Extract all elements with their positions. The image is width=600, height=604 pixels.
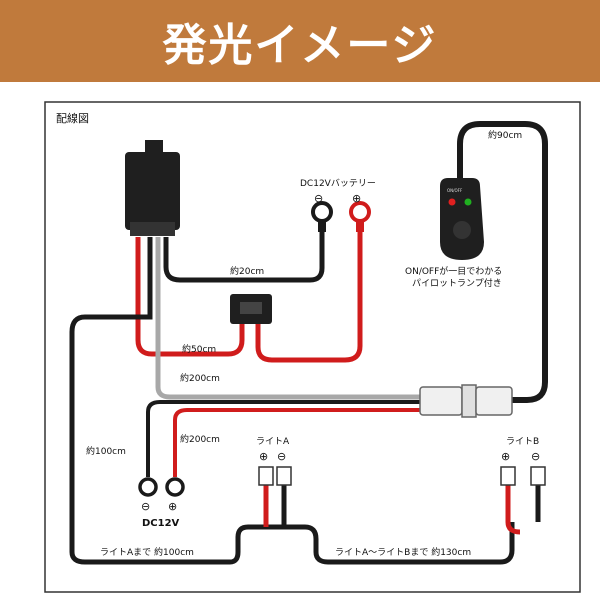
switch-cable-length: 約90cm bbox=[488, 129, 522, 141]
light-b-positive-wire bbox=[505, 482, 521, 535]
red-led-icon bbox=[448, 198, 456, 206]
switch-cable bbox=[457, 121, 548, 403]
fuse-wire-length: 約50cm bbox=[182, 343, 216, 355]
switch-button-text: ON/OFF bbox=[447, 188, 463, 193]
dc12v-minus-symbol: ⊖ bbox=[141, 500, 150, 513]
page-title: 発光イメージ bbox=[162, 20, 438, 71]
title-banner: 発光イメージ bbox=[0, 0, 600, 82]
light-a-to-b-length: ライトA～ライトBまで 約130cm bbox=[335, 546, 471, 558]
connector bbox=[419, 384, 513, 418]
dc12v-positive-wire bbox=[173, 408, 420, 477]
connector-wire-length: 約200cm bbox=[180, 372, 220, 384]
light-a-connector bbox=[258, 466, 292, 486]
switch-note-line2: パイロットランプ付き bbox=[412, 278, 502, 289]
dc12v-label: DC12V bbox=[142, 518, 180, 529]
dc12v-plus-symbol: ⊕ bbox=[168, 500, 177, 513]
dc12v-ground-wire bbox=[146, 400, 420, 477]
dc12v-terminal-plus bbox=[165, 477, 185, 497]
light-a-minus-symbol: ⊖ bbox=[277, 450, 286, 463]
relay-to-connector-wire bbox=[155, 237, 420, 400]
light-b-label: ライトB bbox=[506, 436, 539, 447]
fuse-holder bbox=[230, 294, 272, 324]
diagram-caption: 配線図 bbox=[56, 111, 89, 125]
wiring-diagram-svg: 配線図 DC12Vバッテリー ⊖ ⊕ bbox=[44, 101, 581, 593]
battery-terminal-plus bbox=[349, 201, 371, 232]
dc12v-positive-length: 約200cm bbox=[180, 433, 220, 445]
dc12v-ground-length: 約100cm bbox=[86, 445, 126, 457]
battery-terminal-minus bbox=[311, 201, 333, 232]
light-b-plus-symbol: ⊕ bbox=[501, 450, 510, 463]
lights-ground-wire bbox=[69, 237, 515, 565]
dc12v-terminal-minus bbox=[138, 477, 158, 497]
relay-ground-wire bbox=[163, 230, 325, 283]
fuse-to-battery-wire bbox=[255, 230, 363, 363]
switch-note-line1: ON/OFFが一目でわかる bbox=[405, 265, 502, 277]
battery-minus-symbol: ⊖ bbox=[314, 192, 323, 205]
relay bbox=[125, 140, 180, 236]
relay-to-fuse-wire bbox=[135, 237, 245, 357]
pilot-lamp-switch bbox=[440, 178, 484, 260]
wiring-diagram: 配線図 DC12Vバッテリー ⊖ ⊕ bbox=[0, 82, 600, 600]
battery-label: DC12Vバッテリー bbox=[300, 178, 376, 189]
relay-ground-length: 約20cm bbox=[230, 265, 264, 277]
light-b-connector bbox=[500, 466, 546, 486]
battery-plus-symbol: ⊕ bbox=[352, 192, 361, 205]
light-a-label: ライトA bbox=[256, 436, 290, 447]
light-b-minus-symbol: ⊖ bbox=[531, 450, 540, 463]
switch-button bbox=[453, 221, 471, 239]
green-led-icon bbox=[464, 198, 472, 206]
light-a-plus-symbol: ⊕ bbox=[259, 450, 268, 463]
to-light-a-length: ライトAまで 約100cm bbox=[100, 546, 194, 558]
